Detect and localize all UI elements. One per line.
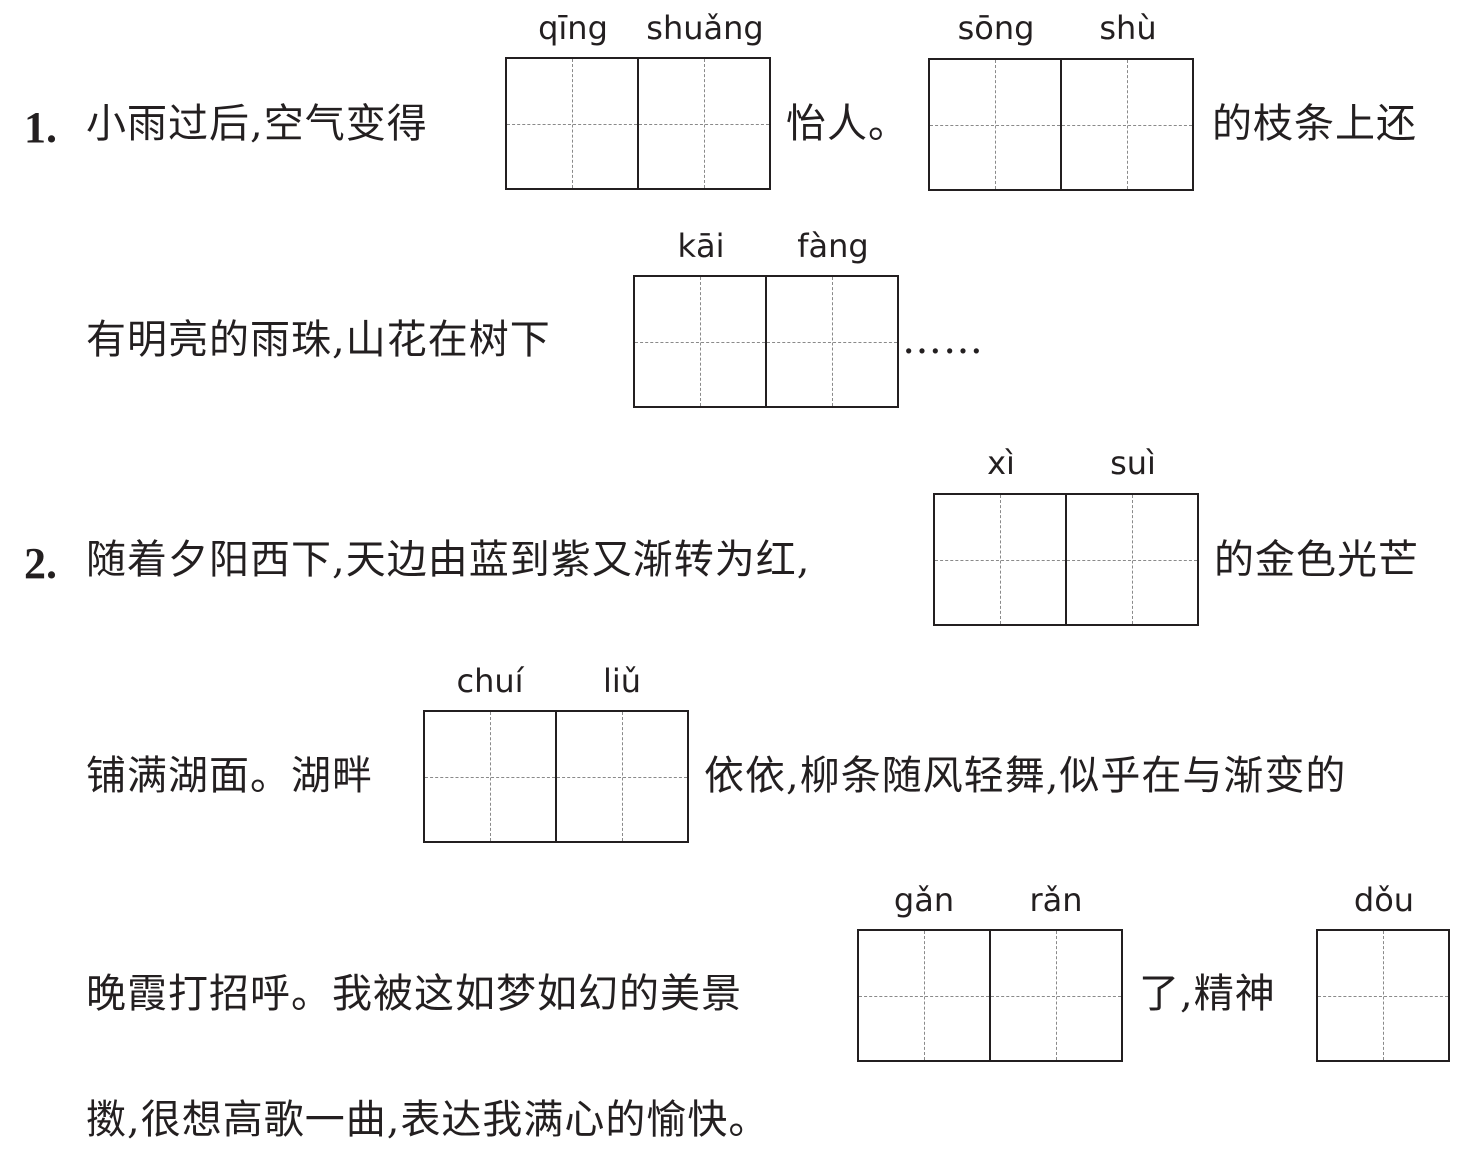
writing-cell[interactable] (1318, 931, 1448, 1060)
pinyin-liu: liǔ (602, 662, 642, 700)
answer-box-song-shu[interactable] (928, 58, 1194, 191)
writing-cell[interactable] (765, 277, 897, 406)
q2-line2-text-a: 铺满湖面。湖畔 (86, 753, 373, 799)
answer-box-kai-fang[interactable] (633, 275, 899, 408)
q2-line3-text-a: 晚霞打招呼。我被这如梦如幻的美景 (86, 971, 742, 1017)
q1-line1-text-b: 怡人。 (786, 101, 909, 147)
q2-line2-text-b: 依依,柳条随风轻舞,似乎在与渐变的 (704, 753, 1347, 799)
q1-line1-text-a: 小雨过后,空气变得 (86, 101, 428, 147)
writing-cell[interactable] (507, 59, 637, 188)
writing-cell[interactable] (935, 495, 1065, 624)
pinyin-kai: kāi (677, 227, 725, 265)
pinyin-sui: suì (1110, 444, 1156, 482)
q2-line3-text-b: 了,精神 (1139, 971, 1276, 1017)
writing-cell[interactable] (1065, 495, 1197, 624)
question-number-2: 2. (24, 539, 57, 588)
pinyin-dou: dǒu (1353, 881, 1415, 919)
pinyin-gan: gǎn (893, 881, 955, 919)
pinyin-xi: xì (987, 444, 1015, 482)
answer-box-chui-liu[interactable] (423, 710, 689, 843)
writing-cell[interactable] (555, 712, 687, 841)
answer-box-xi-sui[interactable] (933, 493, 1199, 626)
writing-cell[interactable] (425, 712, 555, 841)
pinyin-fang: fàng (797, 227, 869, 265)
answer-box-qing-shuang[interactable] (505, 57, 771, 190)
writing-cell[interactable] (1060, 60, 1192, 189)
q1-line1-text-c: 的枝条上还 (1212, 101, 1417, 147)
q1-line2-text-a: 有明亮的雨珠,山花在树下 (86, 317, 551, 363)
writing-cell[interactable] (859, 931, 989, 1060)
writing-cell[interactable] (989, 931, 1121, 1060)
q2-line1-text-b: 的金色光芒 (1214, 537, 1419, 583)
pinyin-song: sōng (957, 9, 1035, 47)
writing-cell[interactable] (635, 277, 765, 406)
answer-box-gan-ran[interactable] (857, 929, 1123, 1062)
q1-line2-text-b: …… (902, 317, 984, 363)
writing-cell[interactable] (930, 60, 1060, 189)
question-number-1: 1. (24, 103, 57, 152)
pinyin-ran: rǎn (1029, 881, 1083, 919)
pinyin-chui: chuí (456, 662, 524, 700)
pinyin-shu: shù (1099, 9, 1157, 47)
q2-line4-text: 擞,很想高歌一曲,表达我满心的愉快。 (86, 1097, 770, 1143)
writing-cell[interactable] (637, 59, 769, 188)
pinyin-qing: qīng (538, 9, 608, 47)
pinyin-shuang: shuǎng (646, 9, 764, 47)
answer-box-dou[interactable] (1316, 929, 1450, 1062)
q2-line1-text-a: 随着夕阳西下,天边由蓝到紫又渐转为红, (86, 537, 811, 583)
